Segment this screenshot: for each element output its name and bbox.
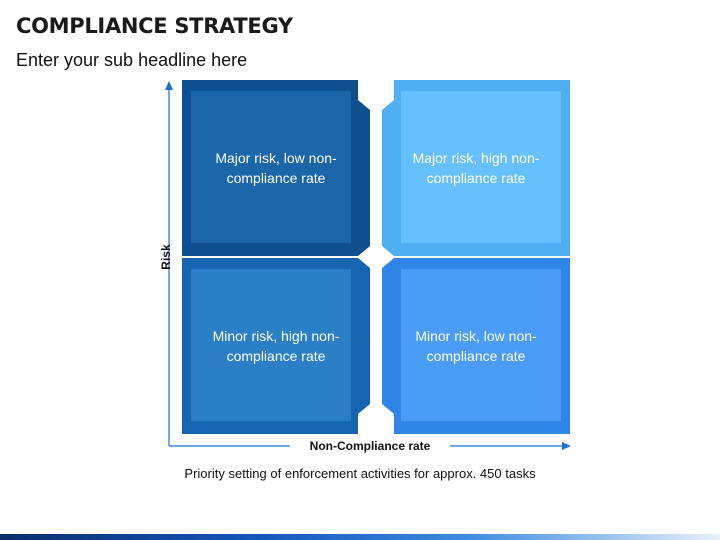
x-axis-label: Non-Compliance rate	[309, 439, 431, 453]
quadrant-top-left-shape	[182, 80, 370, 256]
quadrant-bottom-right-line1: Minor risk, low non-	[415, 328, 537, 344]
quadrant-bottom-right-line2: compliance rate	[426, 348, 526, 364]
quadrant-bottom-left-line2: compliance rate	[226, 348, 326, 364]
quadrant-bottom-left-text: Minor risk, high non- compliance rate	[192, 326, 360, 366]
quadrant-bottom-left-shape	[182, 258, 370, 434]
quadrant-top-left-line1: Major risk, low non-	[215, 150, 337, 166]
x-axis-label-backing	[290, 439, 450, 453]
y-axis-label: Risk	[159, 244, 173, 270]
x-axis-arrow-icon	[562, 442, 571, 450]
bottom-accent-bar	[0, 534, 720, 540]
quadrant-top-left: Major risk, low non- compliance rate	[182, 80, 370, 256]
quadrant-bottom-right-text: Minor risk, low non- compliance rate	[392, 326, 560, 366]
quadrant-top-right-shape	[382, 80, 570, 256]
quadrant-top-right: Major risk, high non- compliance rate	[382, 80, 570, 256]
footer-caption: Priority setting of enforcement activiti…	[184, 466, 536, 481]
y-axis-arrow-icon	[165, 81, 173, 90]
quadrant-bottom-left: Minor risk, high non- compliance rate	[182, 258, 370, 434]
quadrant-top-left-line2: compliance rate	[226, 170, 326, 186]
quadrant-top-right-text: Major risk, high non- compliance rate	[392, 148, 560, 188]
page-subtitle: Enter your sub headline here	[16, 50, 248, 70]
quadrant-top-right-line2: compliance rate	[426, 170, 526, 186]
quadrant-bottom-right-shape	[382, 258, 570, 434]
page-title: COMPLIANCE STRATEGY	[16, 14, 293, 38]
quadrant-top-left-text: Major risk, low non- compliance rate	[192, 148, 360, 188]
quadrant-bottom-right: Minor risk, low non- compliance rate	[382, 258, 570, 434]
quadrant-top-right-line1: Major risk, high non-	[412, 150, 540, 166]
quadrant-bottom-left-line1: Minor risk, high non-	[212, 328, 340, 344]
